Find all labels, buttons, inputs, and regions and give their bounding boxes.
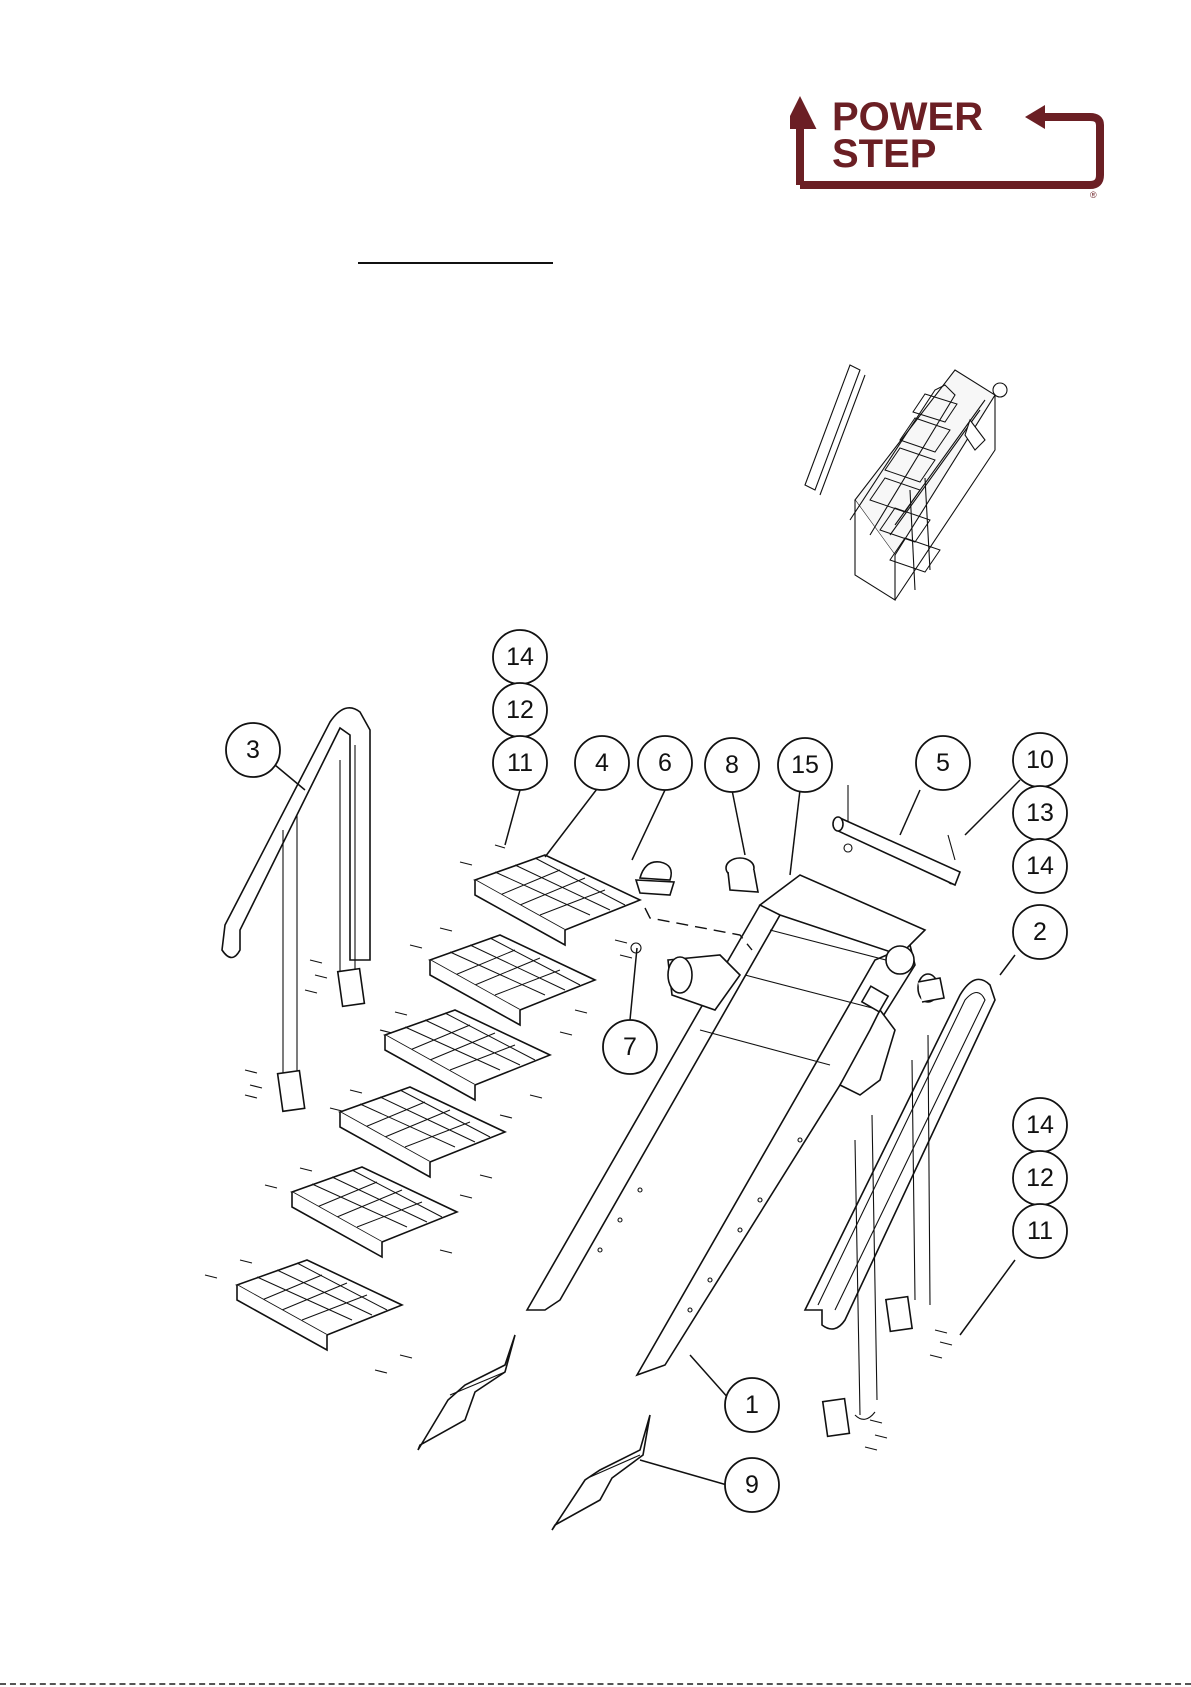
svg-text:8: 8 <box>725 751 739 779</box>
callout-12-lower: 12 <box>1013 1151 1067 1205</box>
svg-text:9: 9 <box>745 1471 759 1499</box>
callout-8: 8 <box>705 738 759 792</box>
svg-text:11: 11 <box>507 749 533 777</box>
svg-text:7: 7 <box>623 1033 637 1061</box>
svg-text:12: 12 <box>1026 1164 1054 1192</box>
svg-text:4: 4 <box>595 749 609 777</box>
callout-12-top: 12 <box>493 683 547 737</box>
svg-text:6: 6 <box>658 749 672 777</box>
tread-4 <box>340 1087 505 1177</box>
callout-2: 2 <box>1013 905 1067 959</box>
svg-text:14: 14 <box>506 643 534 671</box>
callout-3: 3 <box>226 723 280 777</box>
callout-1: 1 <box>725 1378 779 1432</box>
callout-11-lower: 11 <box>1013 1204 1067 1258</box>
callout-5: 5 <box>916 736 970 790</box>
callout-9: 9 <box>725 1458 779 1512</box>
tread-6 <box>237 1260 402 1350</box>
svg-text:10: 10 <box>1026 746 1054 774</box>
bushing <box>726 858 758 892</box>
svg-text:1: 1 <box>745 1391 759 1419</box>
assembly-path-dashed <box>645 908 752 950</box>
callout-14-top: 14 <box>493 630 547 684</box>
page-border-bottom <box>0 1683 1191 1687</box>
svg-text:3: 3 <box>246 736 260 764</box>
callout-14-right: 14 <box>1013 839 1067 893</box>
callout-13: 13 <box>1013 786 1067 840</box>
callout-4: 4 <box>575 736 629 790</box>
svg-text:14: 14 <box>1026 852 1054 880</box>
brackets <box>418 1335 650 1530</box>
callout-6: 6 <box>638 736 692 790</box>
svg-text:15: 15 <box>791 751 819 779</box>
svg-text:5: 5 <box>936 749 950 777</box>
side-bushing <box>918 974 944 1002</box>
rubber-bumper <box>636 862 674 895</box>
stringer-frame <box>527 875 925 1375</box>
tread-5 <box>292 1167 457 1257</box>
callout-11-top: 11 <box>493 736 547 790</box>
tread-1 <box>475 855 640 945</box>
svg-text:2: 2 <box>1033 918 1047 946</box>
callout-15: 15 <box>778 738 832 792</box>
svg-text:14: 14 <box>1026 1111 1054 1139</box>
svg-text:11: 11 <box>1027 1217 1053 1245</box>
callout-7: 7 <box>603 1020 657 1074</box>
svg-text:12: 12 <box>506 696 534 724</box>
callout-14-lower: 14 <box>1013 1098 1067 1152</box>
callout-10: 10 <box>1013 733 1067 787</box>
svg-text:13: 13 <box>1026 799 1054 827</box>
pivot-pin <box>833 817 960 885</box>
